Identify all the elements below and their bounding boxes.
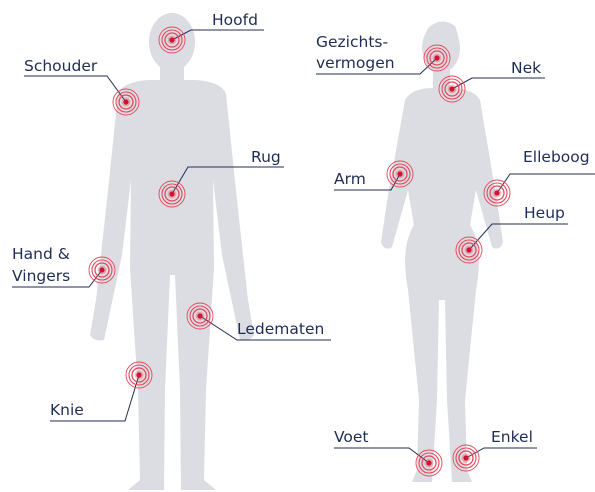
- label-hoofd: Hoofd: [212, 11, 258, 29]
- label-hand-line1: Hand &: [12, 245, 70, 263]
- leader-nek: [452, 78, 545, 89]
- label-ledematen: Ledematen: [237, 320, 324, 338]
- leader-elleboog: [497, 174, 595, 193]
- leader-heup: [469, 224, 568, 250]
- leader-schouder: [24, 76, 126, 102]
- label-hand-line2: Vingers: [12, 267, 70, 285]
- label-heup: Heup: [524, 204, 565, 222]
- male-figure: [90, 13, 254, 490]
- label-enkel: Enkel: [491, 428, 533, 446]
- label-gezichtsvermogen-line2: vermogen: [316, 54, 395, 72]
- label-arm: Arm: [334, 170, 366, 188]
- label-schouder: Schouder: [24, 57, 98, 75]
- leader-enkel: [466, 448, 537, 458]
- label-rug: Rug: [251, 148, 281, 166]
- label-knie: Knie: [50, 401, 84, 419]
- leader-voet: [334, 448, 429, 463]
- label-voet: Voet: [334, 428, 369, 446]
- label-elleboog: Elleboog: [523, 148, 590, 166]
- label-gezichtsvermogen-line1: Gezichts-: [316, 33, 388, 51]
- label-nek: Nek: [511, 59, 541, 77]
